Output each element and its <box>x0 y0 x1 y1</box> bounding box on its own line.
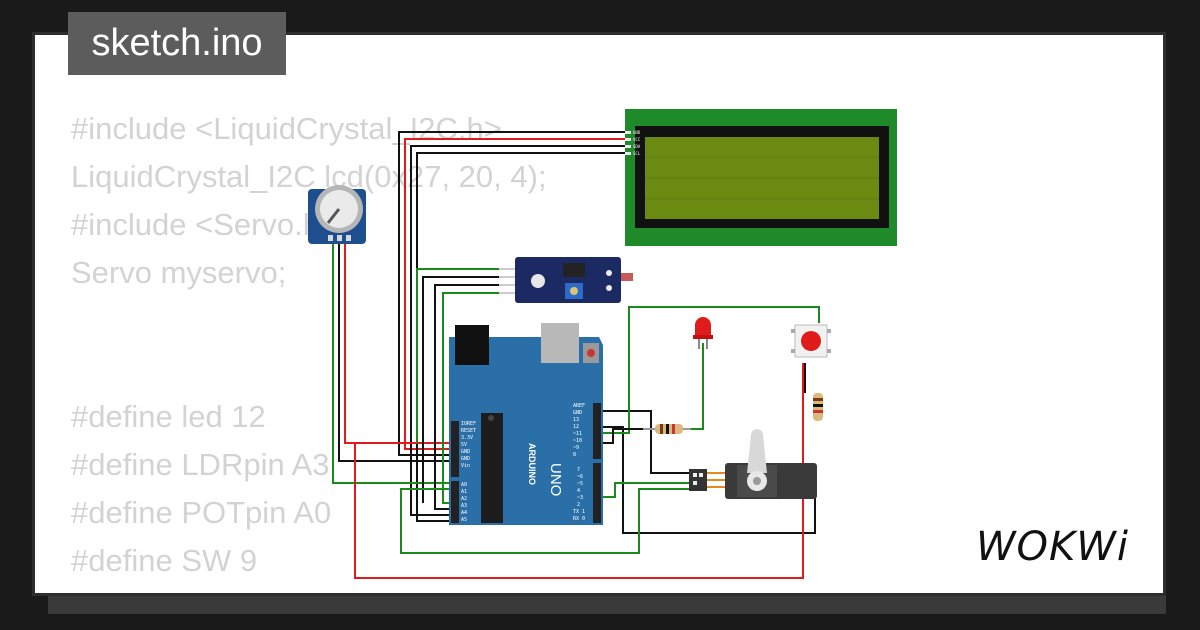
pin-7: 7 <box>577 467 580 473</box>
circuit-diagram: GND VCC SDA SCL <box>308 109 897 579</box>
file-name-tab[interactable]: sketch.ino <box>68 12 286 75</box>
pin-gnd-1: GND <box>461 449 470 455</box>
pin-13: 13 <box>573 417 579 423</box>
pin-9: ~9 <box>573 445 579 451</box>
code-preview: #include <LiquidCrystal_I2C.h> LiquidCry… <box>71 105 547 585</box>
pin-a1: A1 <box>461 489 467 495</box>
pin-3: ~3 <box>577 495 583 501</box>
pin-10: ~10 <box>573 438 582 444</box>
pin-reset: RESET <box>461 428 476 434</box>
pin-12: 12 <box>573 424 579 430</box>
pin-gnd-2: GND <box>461 456 470 462</box>
lcd-pin-sda: SDA <box>633 144 641 149</box>
pin-gnd-d: GND <box>573 410 582 416</box>
preview-card: #include <LiquidCrystal_I2C.h> LiquidCry… <box>32 32 1166 596</box>
pin-a5: A5 <box>461 517 467 523</box>
board-model: UNO <box>547 463 564 496</box>
code-line: #include <LiquidCrystal_I2C.h> <box>71 111 502 146</box>
led-resistor[interactable] <box>643 424 691 434</box>
pin-a3: A3 <box>461 503 467 509</box>
pin-2: 2 <box>577 502 580 508</box>
pin-11: ~11 <box>573 431 582 437</box>
pin-a0: A0 <box>461 482 467 488</box>
pin-3v3: 3.3V <box>461 435 473 441</box>
code-line: #define LDRpin A3 <box>71 447 330 482</box>
lcd-pin-scl: SCL <box>633 151 641 156</box>
ldr-module[interactable] <box>499 257 633 303</box>
pin-rx: RX 0 <box>573 516 585 522</box>
pin-4: 4 <box>577 488 580 494</box>
red-led[interactable] <box>693 317 713 349</box>
pin-5v: 5V <box>461 442 467 448</box>
pin-vin: Vin <box>461 463 470 469</box>
pin-6: ~6 <box>577 474 583 480</box>
pin-8: 8 <box>573 452 576 458</box>
board-brand: ARDUINO <box>527 443 537 485</box>
pin-tx: TX 1 <box>573 509 585 515</box>
pin-a4: A4 <box>461 510 467 516</box>
lcd-pin-gnd: GND <box>633 130 641 135</box>
potentiometer[interactable] <box>308 185 366 244</box>
code-line: #define led 12 <box>71 399 266 434</box>
code-line: #define POTpin A0 <box>71 495 332 530</box>
arduino-uno-board[interactable]: ARDUINO UNO IOREF RESET 3.3V 5V GND GND … <box>449 323 603 525</box>
pin-a2: A2 <box>461 496 467 502</box>
lcd-display[interactable]: GND VCC SDA SCL <box>625 109 897 246</box>
code-line: Servo myservo; <box>71 255 287 290</box>
button-resistor[interactable] <box>813 393 823 421</box>
lcd-pin-vcc: VCC <box>633 137 641 142</box>
servo-motor[interactable] <box>689 429 817 499</box>
wokwi-logo[interactable]: WOKWi <box>976 524 1166 580</box>
pin-5: ~5 <box>577 481 583 487</box>
push-button[interactable] <box>791 324 831 358</box>
pin-ioref: IOREF <box>461 421 476 427</box>
wokwi-logo-text: WOKWi <box>976 524 1129 570</box>
code-line: #define SW 9 <box>71 543 258 578</box>
pin-aref: AREF <box>573 403 585 409</box>
